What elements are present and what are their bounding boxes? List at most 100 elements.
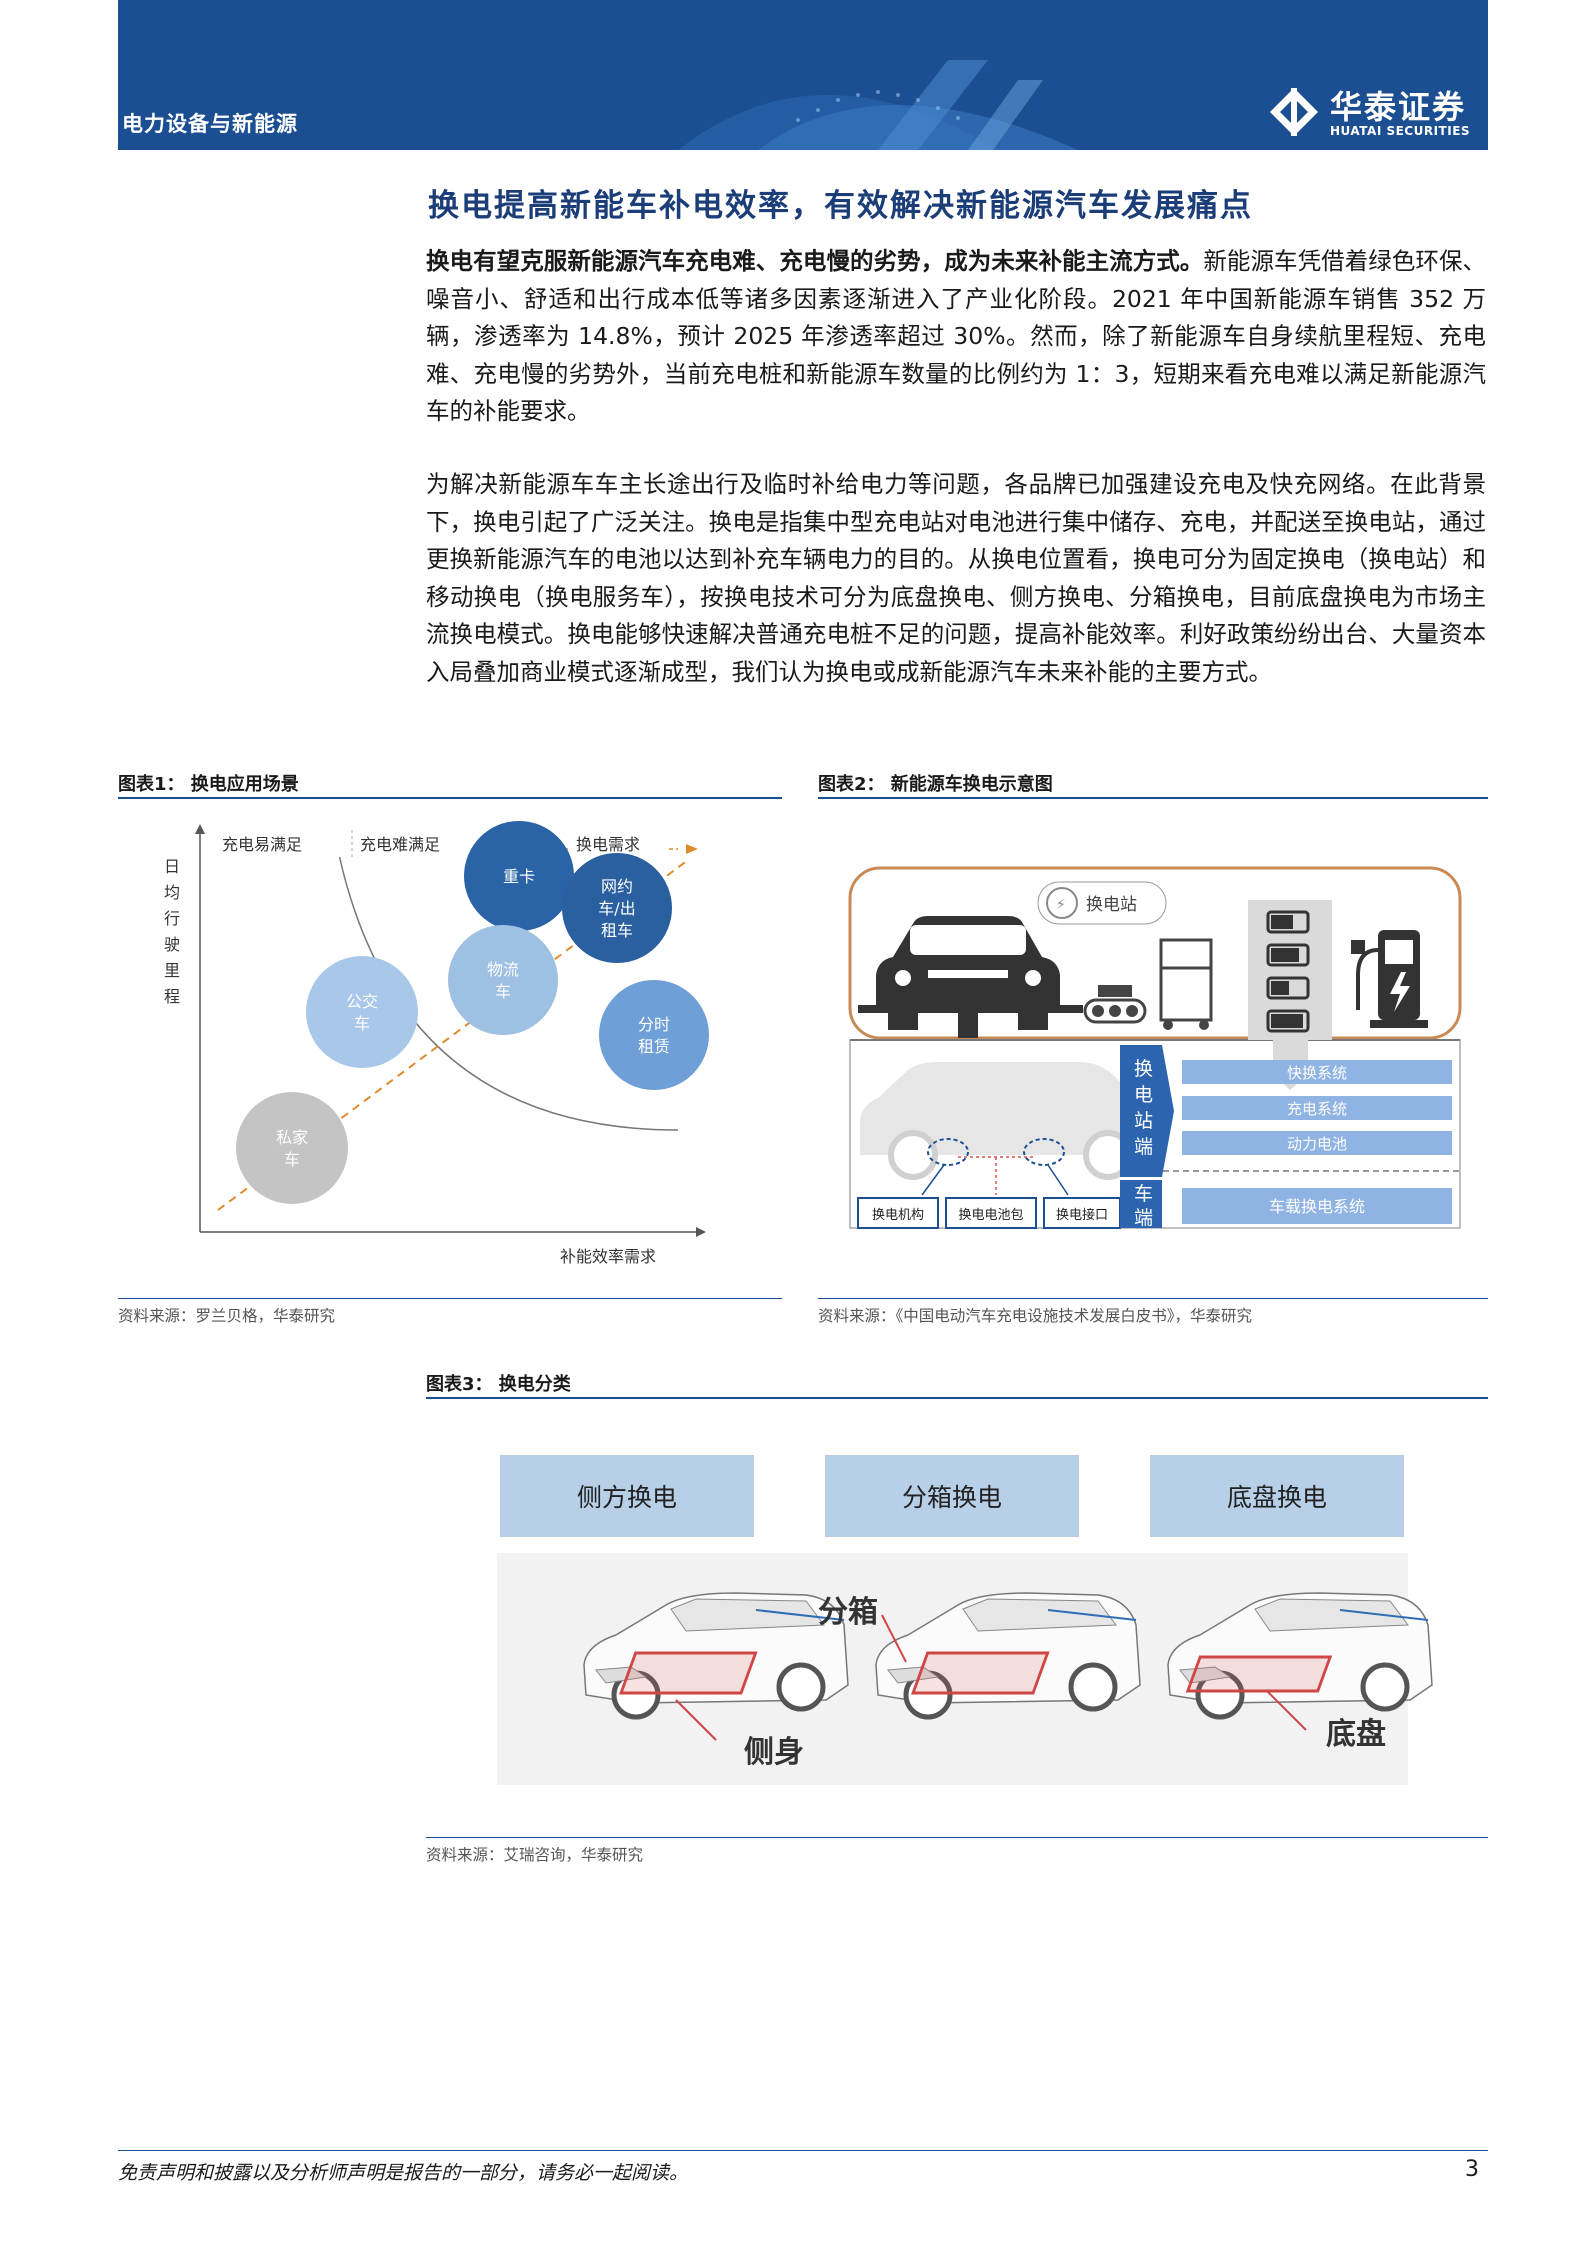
fig2-part-label: 换电机构	[872, 1208, 924, 1223]
fig3-suv-drawing	[583, 1592, 849, 1720]
fig2-charger-icon	[1351, 930, 1428, 1028]
fig2-system-bar	[1182, 1131, 1452, 1155]
fig3-pointer-line	[881, 1614, 907, 1663]
fig2-conveyor-robot-icon	[1083, 938, 1213, 1030]
fig2-source: 资料来源：《中国电动汽车充电设施技术发展白皮书》，华泰研究	[818, 1307, 1253, 1325]
logo-text-cn: 华泰证券	[1330, 88, 1467, 126]
fig1-scenario-chart: 充电易满足 充电难满足 换电需求 日 均 行 驶 里 程 补能效率需求 重卡网约…	[164, 821, 709, 1266]
fig1-y-axis-arrow	[195, 824, 205, 834]
fig1-y-label-char: 驶	[164, 935, 180, 954]
fig2-system-label: 快换系统	[1287, 1064, 1347, 1082]
footer-disclaimer: 免责声明和披露以及分析师声明是报告的一部分，请务必一起阅读。	[118, 2162, 689, 2184]
fig3-suv-drawing	[1167, 1592, 1433, 1720]
fig1-bubble-label: 私家	[276, 1128, 308, 1147]
fig1-top-rule	[118, 797, 782, 799]
fig2-station-side-char: 站	[1134, 1110, 1153, 1132]
fig2-top-rule	[818, 797, 1488, 799]
page-header	[118, 0, 1488, 150]
fig3-cars	[583, 1592, 1433, 1741]
fig1-bubble-label: 车/出	[598, 899, 635, 918]
paragraph-1-body: 新能源车凭借着绿色环保、噪音小、舒适和出行成本低等诸多因素逐渐进入了产业化阶段。…	[426, 247, 1486, 425]
fig3-bottom-rule	[426, 1837, 1488, 1838]
paragraph-1-lead: 换电有望克服新能源汽车充电难、充电慢的劣势，成为未来补能主流方式。	[426, 247, 1204, 275]
fig2-vehicle-system-bar	[1182, 1188, 1452, 1224]
fig1-bubble-label: 车	[495, 982, 511, 1001]
fig2-system-bar	[1182, 1096, 1452, 1120]
fig1-bubble	[236, 1092, 348, 1204]
fig2-station-side-bar	[1120, 1045, 1162, 1177]
fig2-part-box	[857, 1197, 939, 1229]
fig2-bolt-glyph: ⚡	[1056, 897, 1066, 913]
fig1-x-axis-arrow	[696, 1227, 706, 1237]
fig1-bubble	[599, 980, 709, 1090]
fig2-vehicle-side-char: 端	[1134, 1207, 1153, 1229]
fig3-swap-types: 侧方换电 分箱换电 底盘换电 侧身 分箱 底盘	[497, 1455, 1433, 1785]
logo-text-en: HUATAI SECURITIES	[1330, 124, 1471, 138]
fig1-bubble-label: 物流	[487, 960, 519, 979]
paragraph-1: 换电有望克服新能源汽车充电难、充电慢的劣势，成为未来补能主流方式。新能源车凭借着…	[426, 243, 1486, 431]
fig1-y-label: 日 均 行 驶 里 程	[164, 857, 180, 1006]
fig3-source: 资料来源：艾瑞咨询，华泰研究	[426, 1846, 644, 1864]
fig3-type-label: 分箱换电	[902, 1483, 1002, 1512]
fig1-zone-label: 充电难满足	[360, 835, 440, 854]
fig2-station-pill	[1037, 881, 1167, 925]
fig3-type-label: 侧方换电	[577, 1483, 677, 1512]
fig3-type-box	[1150, 1455, 1404, 1537]
fig1-bubble-label: 租车	[601, 921, 633, 940]
fig2-car-on-lift-icon	[858, 916, 1083, 1038]
fig2-bottom-rule	[818, 1298, 1488, 1299]
fig1-y-label-char: 程	[164, 987, 180, 1006]
fig3-type-box	[500, 1455, 754, 1537]
fig2-battery-swap-icon	[1046, 887, 1078, 919]
fig3-battery-pack-highlight	[619, 1651, 758, 1695]
fig3-car-label: 底盘	[1326, 1717, 1386, 1752]
fig2-part-box	[1043, 1197, 1121, 1229]
fig1-bubble	[448, 925, 558, 1035]
fig2-swap-diagram: ⚡ 换电站	[848, 866, 1462, 1229]
fig1-zone-label: 充电易满足	[222, 835, 302, 854]
fig1-zone-bg-2	[358, 833, 473, 857]
fig1-y-label-char: 行	[164, 909, 180, 928]
fig1-zone-bg-3	[568, 833, 668, 857]
fig1-bubble-label: 重卡	[503, 867, 535, 886]
fig3-car-label: 侧身	[744, 1735, 804, 1770]
fig1-bubble-label: 车	[354, 1014, 370, 1033]
fig3-suv-drawing	[875, 1592, 1141, 1720]
fig2-caption: 图表2： 新能源车换电示意图	[818, 774, 1053, 795]
page-number: 3	[1465, 2157, 1479, 2182]
fig3-car-label: 分箱	[818, 1595, 878, 1630]
fig2-system-label: 充电系统	[1287, 1100, 1347, 1118]
fig2-station-side-char: 换	[1134, 1058, 1153, 1080]
paragraph-2: 为解决新能源车车主长途出行及临时补给电力等问题，各品牌已加强建设充电及快充网络。…	[426, 470, 1486, 686]
fig3-type-label: 底盘换电	[1227, 1483, 1327, 1512]
fig1-zone-arrowhead-right	[686, 844, 698, 854]
fig3-battery-pack-highlight	[1185, 1655, 1333, 1693]
fig1-x-label: 补能效率需求	[560, 1247, 656, 1266]
fig2-part-label: 换电电池包	[958, 1208, 1023, 1223]
fig1-y-label-char: 均	[164, 883, 180, 902]
header-decoration	[118, 0, 1488, 150]
fig1-y-label-char: 里	[164, 961, 180, 980]
fig1-bubble	[562, 853, 672, 963]
fig2-suv-icon	[860, 1062, 1163, 1196]
fig1-source: 资料来源：罗兰贝格，华泰研究	[118, 1307, 336, 1325]
section-title: 换电提高新能车补电效率，有效解决新能源汽车发展痛点	[428, 188, 1253, 224]
fig1-boundary-curve	[337, 849, 679, 1131]
section-label: 电力设备与新能源	[122, 112, 298, 136]
fig2-part-box	[945, 1197, 1037, 1229]
fig2-part-label: 换电接口	[1056, 1207, 1108, 1223]
fig3-top-rule	[426, 1397, 1488, 1399]
fig3-type-box	[825, 1455, 1079, 1537]
fig1-zone-bg-1	[218, 833, 348, 857]
fig1-bubbles: 重卡网约车/出租车物流车公交车分时租赁私家车	[236, 821, 709, 1204]
fig2-vehicle-side-char: 车	[1134, 1183, 1153, 1205]
fig1-bubble	[464, 821, 574, 931]
fig2-system-label: 动力电池	[1287, 1135, 1347, 1153]
fig3-pointer-line	[675, 1699, 717, 1741]
fig1-zone-label: 换电需求	[576, 835, 640, 854]
fig1-y-label-char: 日	[164, 857, 180, 876]
fig3-caption: 图表3： 换电分类	[426, 1374, 571, 1395]
fig1-bubble	[306, 956, 418, 1068]
fig2-station-side-arrow	[1162, 1045, 1174, 1177]
fig1-bubble-label: 分时	[638, 1015, 670, 1034]
